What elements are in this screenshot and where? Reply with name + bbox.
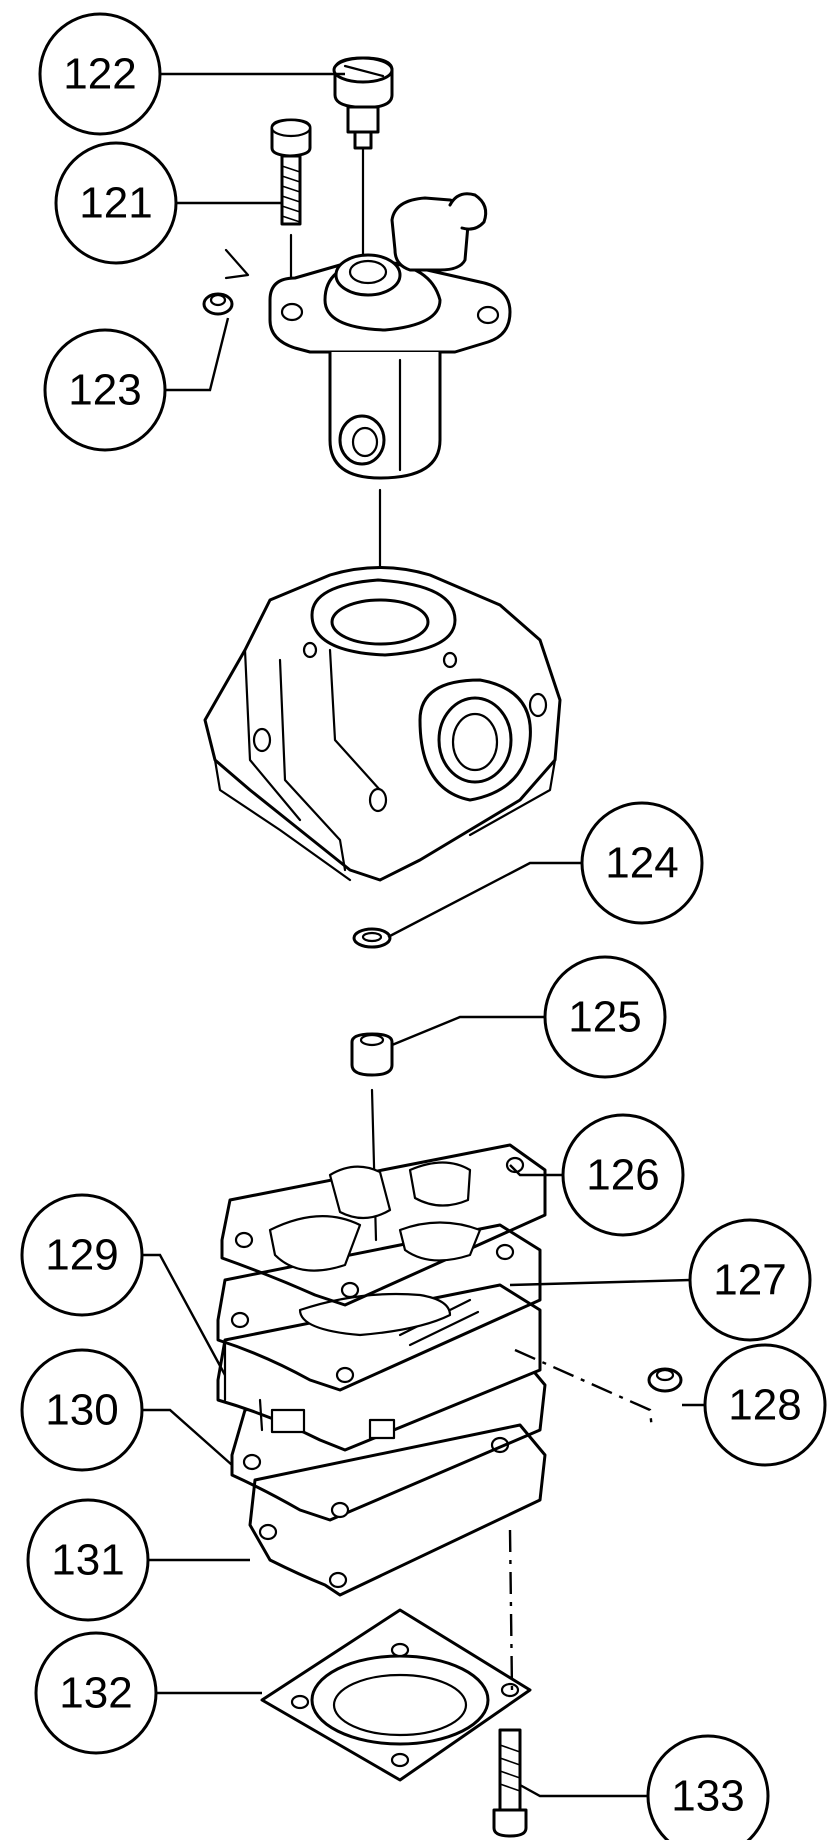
callout-label: 131 (51, 1536, 124, 1585)
part-129-plate (216, 1283, 542, 1452)
callout-127: 127 (688, 1218, 812, 1342)
callout-124: 124 (580, 801, 704, 925)
callout-125: 125 (543, 955, 667, 1079)
part-121-bolt (224, 118, 312, 302)
callout-label: 127 (713, 1256, 786, 1305)
part-127-gasket (216, 1223, 542, 1392)
callout-123: 123 (43, 328, 167, 452)
callout-129: 129 (20, 1193, 144, 1317)
callout-label: 123 (68, 366, 141, 415)
callout-122: 122 (38, 12, 162, 136)
callout-label: 126 (586, 1151, 659, 1200)
callout-label: 132 (59, 1669, 132, 1718)
callout-131: 131 (26, 1498, 150, 1622)
part-126-gasket (220, 1143, 547, 1307)
leader-lines (142, 72, 705, 1798)
part-131-gasket (248, 1423, 547, 1597)
upper-throttle-body (268, 192, 512, 602)
callout-label: 124 (605, 839, 678, 888)
callout-126: 126 (561, 1113, 685, 1237)
part-128-nut (514, 1348, 683, 1431)
callout-label: 133 (671, 1772, 744, 1821)
callout-label: 128 (728, 1381, 801, 1430)
part-132-diaphragm-cover (260, 1529, 532, 1782)
callout-133: 133 (646, 1734, 770, 1840)
callout-label: 121 (79, 179, 152, 228)
callout-132: 132 (34, 1631, 158, 1755)
callout-label: 129 (45, 1231, 118, 1280)
callout-label: 130 (45, 1386, 118, 1435)
part-124-o-ring (352, 927, 392, 949)
callout-121: 121 (54, 141, 178, 265)
callout-130: 130 (20, 1348, 144, 1472)
callout-label: 122 (63, 50, 136, 99)
part-133-screw (492, 1728, 528, 1838)
callout-128: 128 (703, 1343, 827, 1467)
part-122-screw (332, 56, 394, 257)
part-123-nut (202, 292, 234, 316)
carburetor-main-body (203, 566, 562, 882)
callout-label: 125 (568, 993, 641, 1042)
